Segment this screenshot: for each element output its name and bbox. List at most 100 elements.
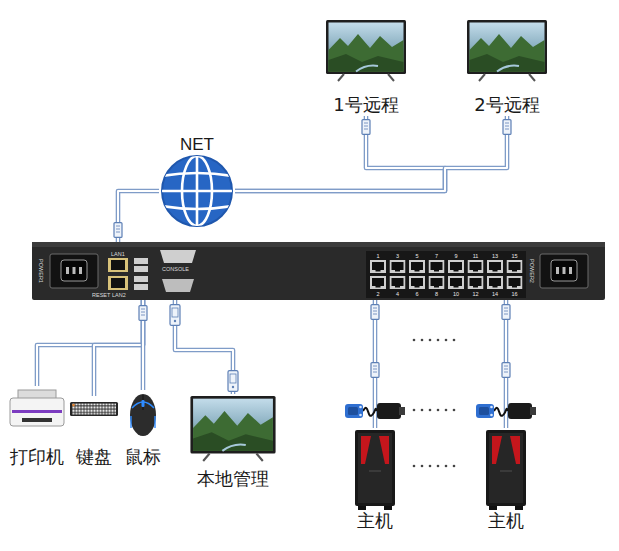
cable-core [235, 116, 445, 191]
rj45-plug [114, 223, 122, 238]
lan-port [108, 276, 128, 290]
device-label: 本地管理 [197, 468, 269, 490]
mouse-side-accent [131, 416, 155, 428]
rj45-plug [502, 305, 510, 320]
port-number: 4 [396, 291, 399, 297]
panel-label: LAN2 [112, 292, 126, 298]
kvm-housing [32, 242, 605, 300]
cable-connector [118, 191, 159, 242]
host-port [429, 260, 445, 273]
network-node: NET [159, 134, 235, 228]
vga-usb-adapter [345, 403, 405, 419]
cable-outline [94, 300, 143, 396]
vga-plug [170, 305, 180, 326]
mouse-wheel [142, 400, 145, 407]
rj45-plug [371, 363, 379, 378]
printer-body [10, 398, 64, 426]
vga-plug [228, 371, 238, 392]
globe-disc [162, 156, 232, 226]
host-tower [355, 430, 395, 510]
usb-port [134, 266, 148, 272]
cable-connector [175, 300, 233, 394]
port-number: 15 [511, 253, 517, 259]
host-port [507, 260, 523, 273]
printer-icon [10, 390, 64, 426]
cable-connector [94, 300, 143, 396]
panel-label: CONSOLE [162, 266, 189, 272]
cable-core [235, 116, 507, 191]
host-port [370, 276, 386, 289]
mouse-icon [130, 394, 156, 436]
keyboard-icon [70, 402, 118, 416]
power-socket-inlet [551, 260, 577, 281]
device-label: 1号远程 [333, 94, 398, 116]
power-socket-inlet [61, 260, 87, 281]
remote-terminal: 2号远程 [463, 18, 551, 116]
panel-label: RESET [92, 292, 110, 298]
printer-node: 打印机 [6, 386, 68, 468]
power-pin [563, 267, 566, 274]
device-label: 主机 [488, 510, 524, 532]
host-port [390, 276, 406, 289]
host-port [448, 276, 464, 289]
host-port [390, 260, 406, 273]
lan-port-opening [111, 260, 125, 270]
keyboard-key-accent [72, 404, 74, 406]
remote-terminal: 1号远程 [322, 18, 410, 116]
port-number: 3 [396, 253, 399, 259]
globe-grid [161, 155, 233, 227]
host-port [370, 260, 386, 273]
power-socket [50, 254, 98, 288]
local-console-node: 本地管理 [186, 394, 280, 490]
rj45-plug [503, 120, 511, 135]
port-number: 12 [472, 291, 478, 297]
power-pin [66, 267, 69, 274]
cable-outline [235, 116, 445, 191]
kvm-top-edge [32, 242, 605, 247]
usb-port [134, 284, 148, 290]
local-monitor [190, 396, 275, 461]
port-number: 1 [376, 253, 379, 259]
device-label: 键盘 [76, 446, 112, 468]
device-label: NET [180, 134, 214, 156]
host-port [468, 276, 484, 289]
kvm-switch [32, 242, 605, 300]
usb-port [134, 258, 148, 264]
power-pin [569, 267, 572, 274]
device-label: 打印机 [10, 446, 64, 468]
rj45-plug [362, 120, 370, 135]
host-port [487, 276, 503, 289]
usb-plug [139, 306, 147, 321]
mouse-split [143, 395, 144, 410]
console-port [160, 250, 196, 263]
host-port [409, 276, 425, 289]
keyboard-keys [72, 404, 116, 415]
port-number: 9 [454, 253, 457, 259]
device-label: 鼠标 [125, 446, 161, 468]
port-number: 11 [473, 253, 479, 259]
remote-monitor [467, 20, 547, 81]
power-pin [79, 267, 82, 274]
rj45-plug [502, 363, 510, 378]
printer-stripe [12, 410, 62, 413]
host-port [487, 260, 503, 273]
power-socket [540, 254, 588, 288]
cable-core [175, 300, 233, 394]
host-node: 主机 [481, 428, 531, 532]
lan-port [108, 258, 128, 272]
port-number: 7 [435, 253, 438, 259]
cable-outline [235, 116, 507, 191]
port-number: 10 [453, 291, 459, 297]
port-number: 13 [492, 253, 498, 259]
host-port [429, 276, 445, 289]
port-number: 16 [511, 291, 517, 297]
mouse-node: 鼠标 [122, 390, 164, 468]
port-number: 6 [415, 291, 418, 297]
power-pin [73, 267, 76, 274]
cable-core [94, 300, 143, 396]
lan-port-opening [111, 278, 125, 288]
panel-label: LAN1 [111, 251, 125, 257]
panel-label: POWER2 [529, 259, 535, 283]
network-globe [161, 155, 233, 227]
port-panel [366, 251, 526, 298]
